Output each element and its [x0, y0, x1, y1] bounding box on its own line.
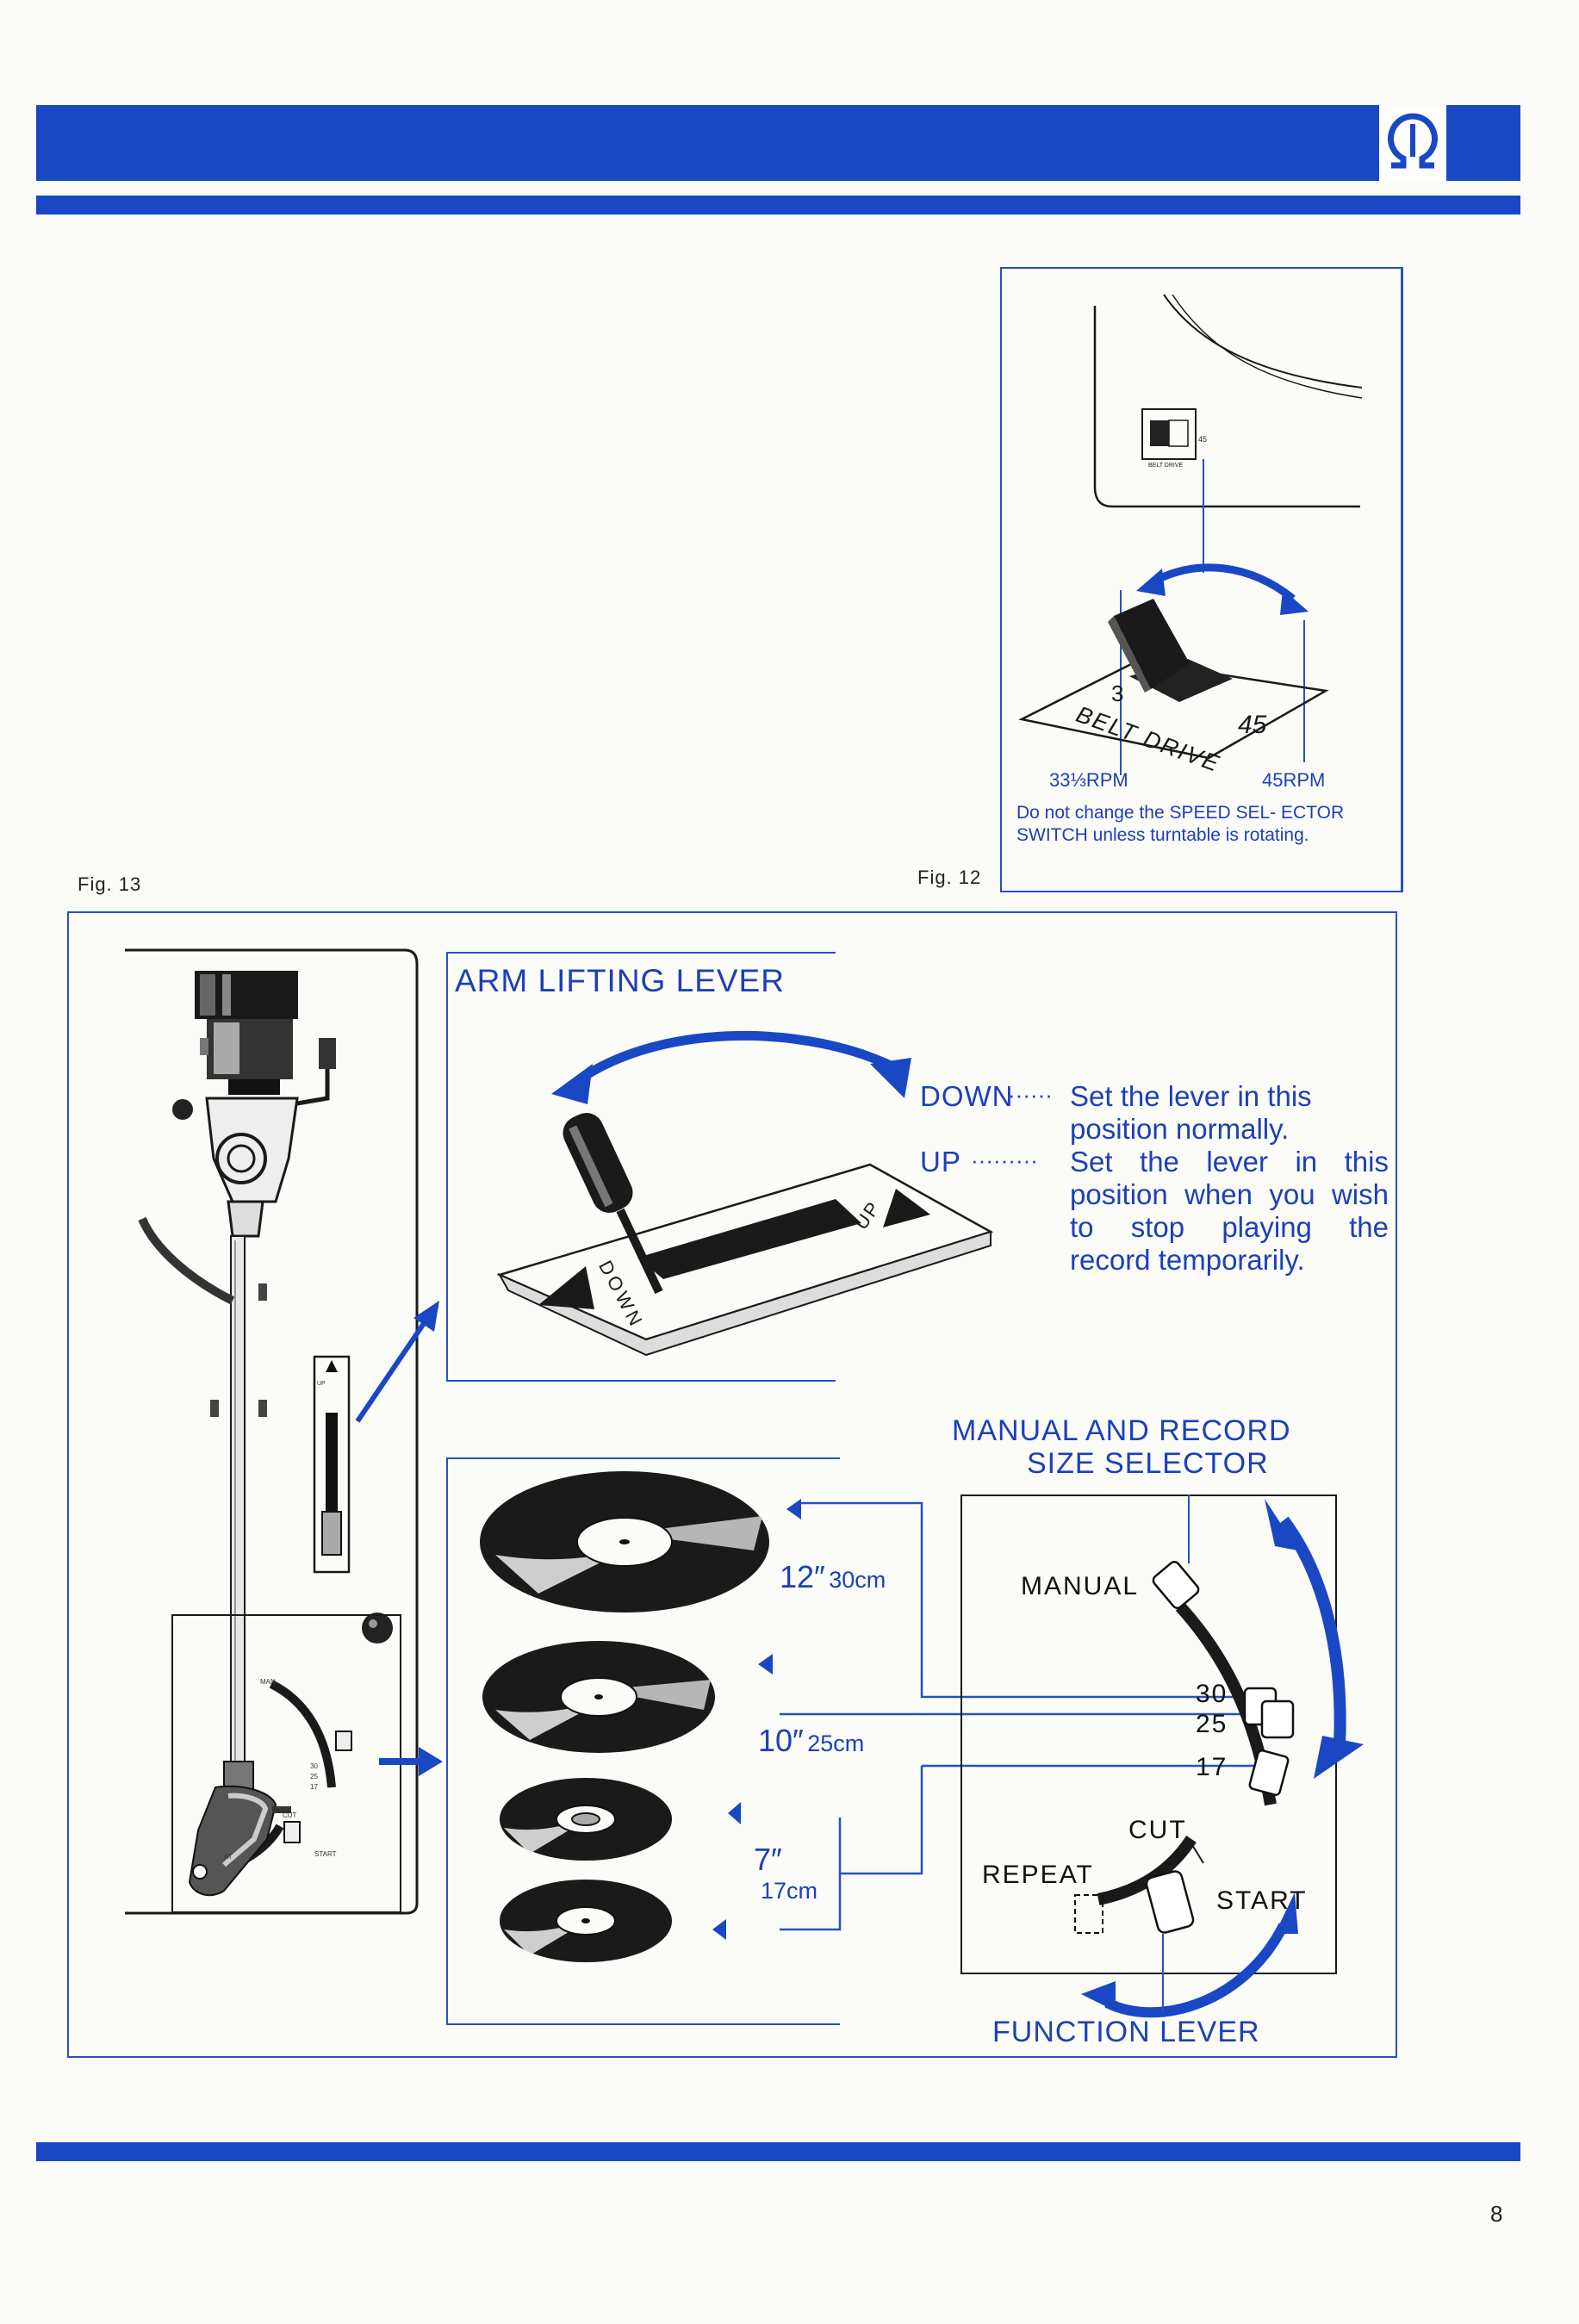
function-cut-label: CUT [1128, 1816, 1187, 1844]
function-repeat-label: REPEAT [982, 1861, 1094, 1889]
record-size-12-cm: 30cm [829, 1567, 886, 1593]
svg-text:START: START [314, 1850, 337, 1858]
header-band-top [36, 105, 1520, 181]
selector-heading-line1: MANUAL AND RECORD [952, 1414, 1291, 1447]
selector-illustration [1074, 1494, 1364, 2018]
up-dots: ········· [971, 1147, 1038, 1173]
record-size-7-inch: 7″ [754, 1842, 782, 1877]
fig13-frame [67, 911, 1397, 2058]
record-size-10-inch: 10″ [758, 1723, 804, 1758]
function-lever-heading: FUNCTION LEVER [992, 2016, 1260, 2048]
record-size-10: 10″ 25cm [758, 1723, 864, 1759]
page-number: 8 [1490, 2201, 1503, 2227]
selector-30-label: 30 [1196, 1680, 1228, 1708]
omega-logo-icon [1388, 113, 1438, 169]
svg-text:AT: AT [224, 1853, 233, 1861]
svg-text:UP: UP [317, 1381, 326, 1387]
svg-text:BELT DRIVE: BELT DRIVE [1148, 463, 1184, 469]
footer-band [36, 2142, 1520, 2161]
down-dots: ······ [1008, 1082, 1053, 1108]
svg-text:30: 30 [310, 1762, 318, 1770]
record-size-section-frame [446, 1457, 840, 2025]
fig12-rpm-45: 45RPM [1262, 769, 1326, 791]
pointer-arrow-lift [355, 1301, 439, 1423]
fig12-num-33: 3 [1111, 680, 1124, 706]
pointer-arrow-selector [379, 1747, 443, 1776]
brand-logo [1379, 105, 1446, 181]
record-size-7: 7″ 17cm [754, 1842, 817, 1905]
header-band-bottom [36, 196, 1520, 214]
fig12-num-45: 45 [1238, 711, 1267, 739]
fig12-warning-note: Do not change the SPEED SEL- ECTOR SWITC… [1016, 803, 1345, 845]
selector-manual-label: MANUAL [1021, 1572, 1140, 1600]
fig12-rpm-33: 33⅓RPM [1049, 769, 1128, 791]
tonearm-illustration: MAN 30 25 17 CUT AT START UP [125, 948, 419, 1915]
record-size-7-cm: 17cm [761, 1878, 818, 1904]
selector-25-label: 25 [1196, 1710, 1228, 1738]
svg-text:MAN: MAN [260, 1678, 276, 1686]
fig12-illustration: 45 BELT DRIVE [1018, 294, 1363, 775]
arm-lifting-heading: ARM LIFTING LEVER [455, 963, 785, 998]
svg-text:45: 45 [1198, 435, 1207, 444]
arm-lifting-illustration [496, 1030, 994, 1357]
records-illustration [480, 1471, 801, 1962]
down-term: DOWN [920, 1080, 1014, 1112]
up-term: UP [920, 1146, 961, 1178]
up-description: Set the lever in this position when you … [1070, 1146, 1389, 1276]
fig13-label: Fig. 13 [78, 873, 142, 895]
record-size-12-inch: 12″ [780, 1559, 825, 1594]
function-start-label: START [1216, 1886, 1308, 1915]
fig12-label: Fig. 12 [917, 867, 982, 888]
svg-text:CUT: CUT [283, 1811, 297, 1819]
record-connector-lines [780, 1501, 1271, 1931]
fig12-frame [1000, 267, 1403, 892]
svg-text:25: 25 [310, 1773, 318, 1780]
record-size-12: 12″ 30cm [780, 1559, 886, 1595]
record-size-10-cm: 25cm [807, 1731, 865, 1756]
selector-heading-line2: SIZE SELECTOR [1027, 1447, 1269, 1480]
down-description: Set the lever in this position normally. [1070, 1080, 1312, 1145]
arm-lifting-section-frame [446, 952, 836, 1382]
svg-text:17: 17 [310, 1783, 318, 1791]
selector-17-label: 17 [1196, 1753, 1228, 1781]
